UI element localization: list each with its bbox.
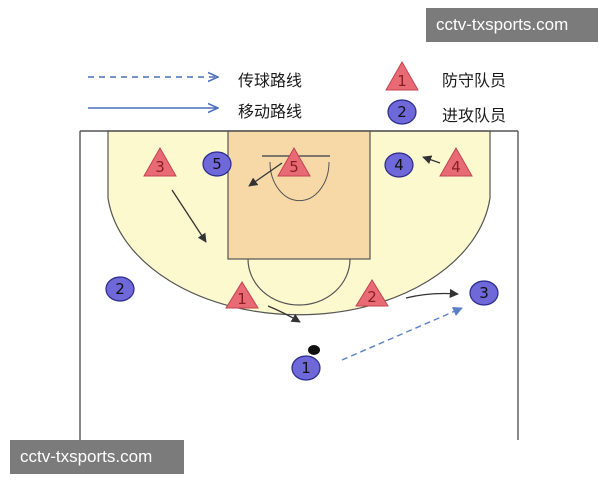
move-route-att5 [248, 162, 283, 187]
legend-pass-label: 传球路线 [238, 71, 303, 90]
legend-attacker-label: 进攻队员 [442, 106, 507, 125]
paint-area [227, 130, 371, 260]
attacker-5: 5 [202, 151, 232, 177]
attacker-3: 3 [469, 280, 499, 306]
legend-move-label: 移动路线 [238, 102, 303, 121]
defender-3: 3 [143, 146, 177, 177]
move-route-def3 [171, 189, 207, 243]
attacker-3-number: 3 [479, 284, 489, 302]
defender-3-number: 3 [155, 158, 165, 176]
watermark-bottom: cctv-txsports.com [10, 440, 184, 474]
attacker-1: 1 [291, 355, 321, 381]
move-route-def4 [422, 155, 441, 165]
defender-5: 5 [277, 146, 311, 177]
watermark-top: cctv-txsports.com [426, 8, 598, 42]
attacker-2-number: 2 [115, 280, 125, 298]
move-route-def2 [405, 288, 459, 299]
defender-4-number: 4 [451, 158, 461, 176]
legend-attacker-number: 2 [397, 103, 407, 121]
defender-4: 4 [439, 146, 473, 177]
attacker-5-number: 5 [212, 155, 222, 173]
move-routes [171, 155, 459, 323]
legend-defender-icon: 1 [385, 60, 419, 91]
legend-attacker-icon: 2 [387, 99, 417, 125]
defender-5-number: 5 [289, 158, 299, 176]
attacker-2: 2 [105, 276, 135, 302]
defender-1: 1 [225, 281, 259, 309]
half-court [79, 130, 519, 440]
attacker-4-number: 4 [394, 156, 404, 174]
defender-2: 2 [355, 279, 389, 307]
attacker-4: 4 [384, 152, 414, 178]
restricted-arc [269, 161, 330, 202]
free-throw-circle [247, 258, 351, 306]
legend-defender-label: 防守队员 [442, 71, 507, 90]
attacker-1-number: 1 [301, 359, 311, 377]
pass-route [341, 307, 463, 361]
defender-1-number: 1 [237, 290, 247, 308]
legend-defender-number: 1 [397, 72, 407, 90]
defender-2-number: 2 [367, 288, 377, 306]
ball [308, 345, 320, 355]
move-route-def1 [267, 305, 301, 323]
